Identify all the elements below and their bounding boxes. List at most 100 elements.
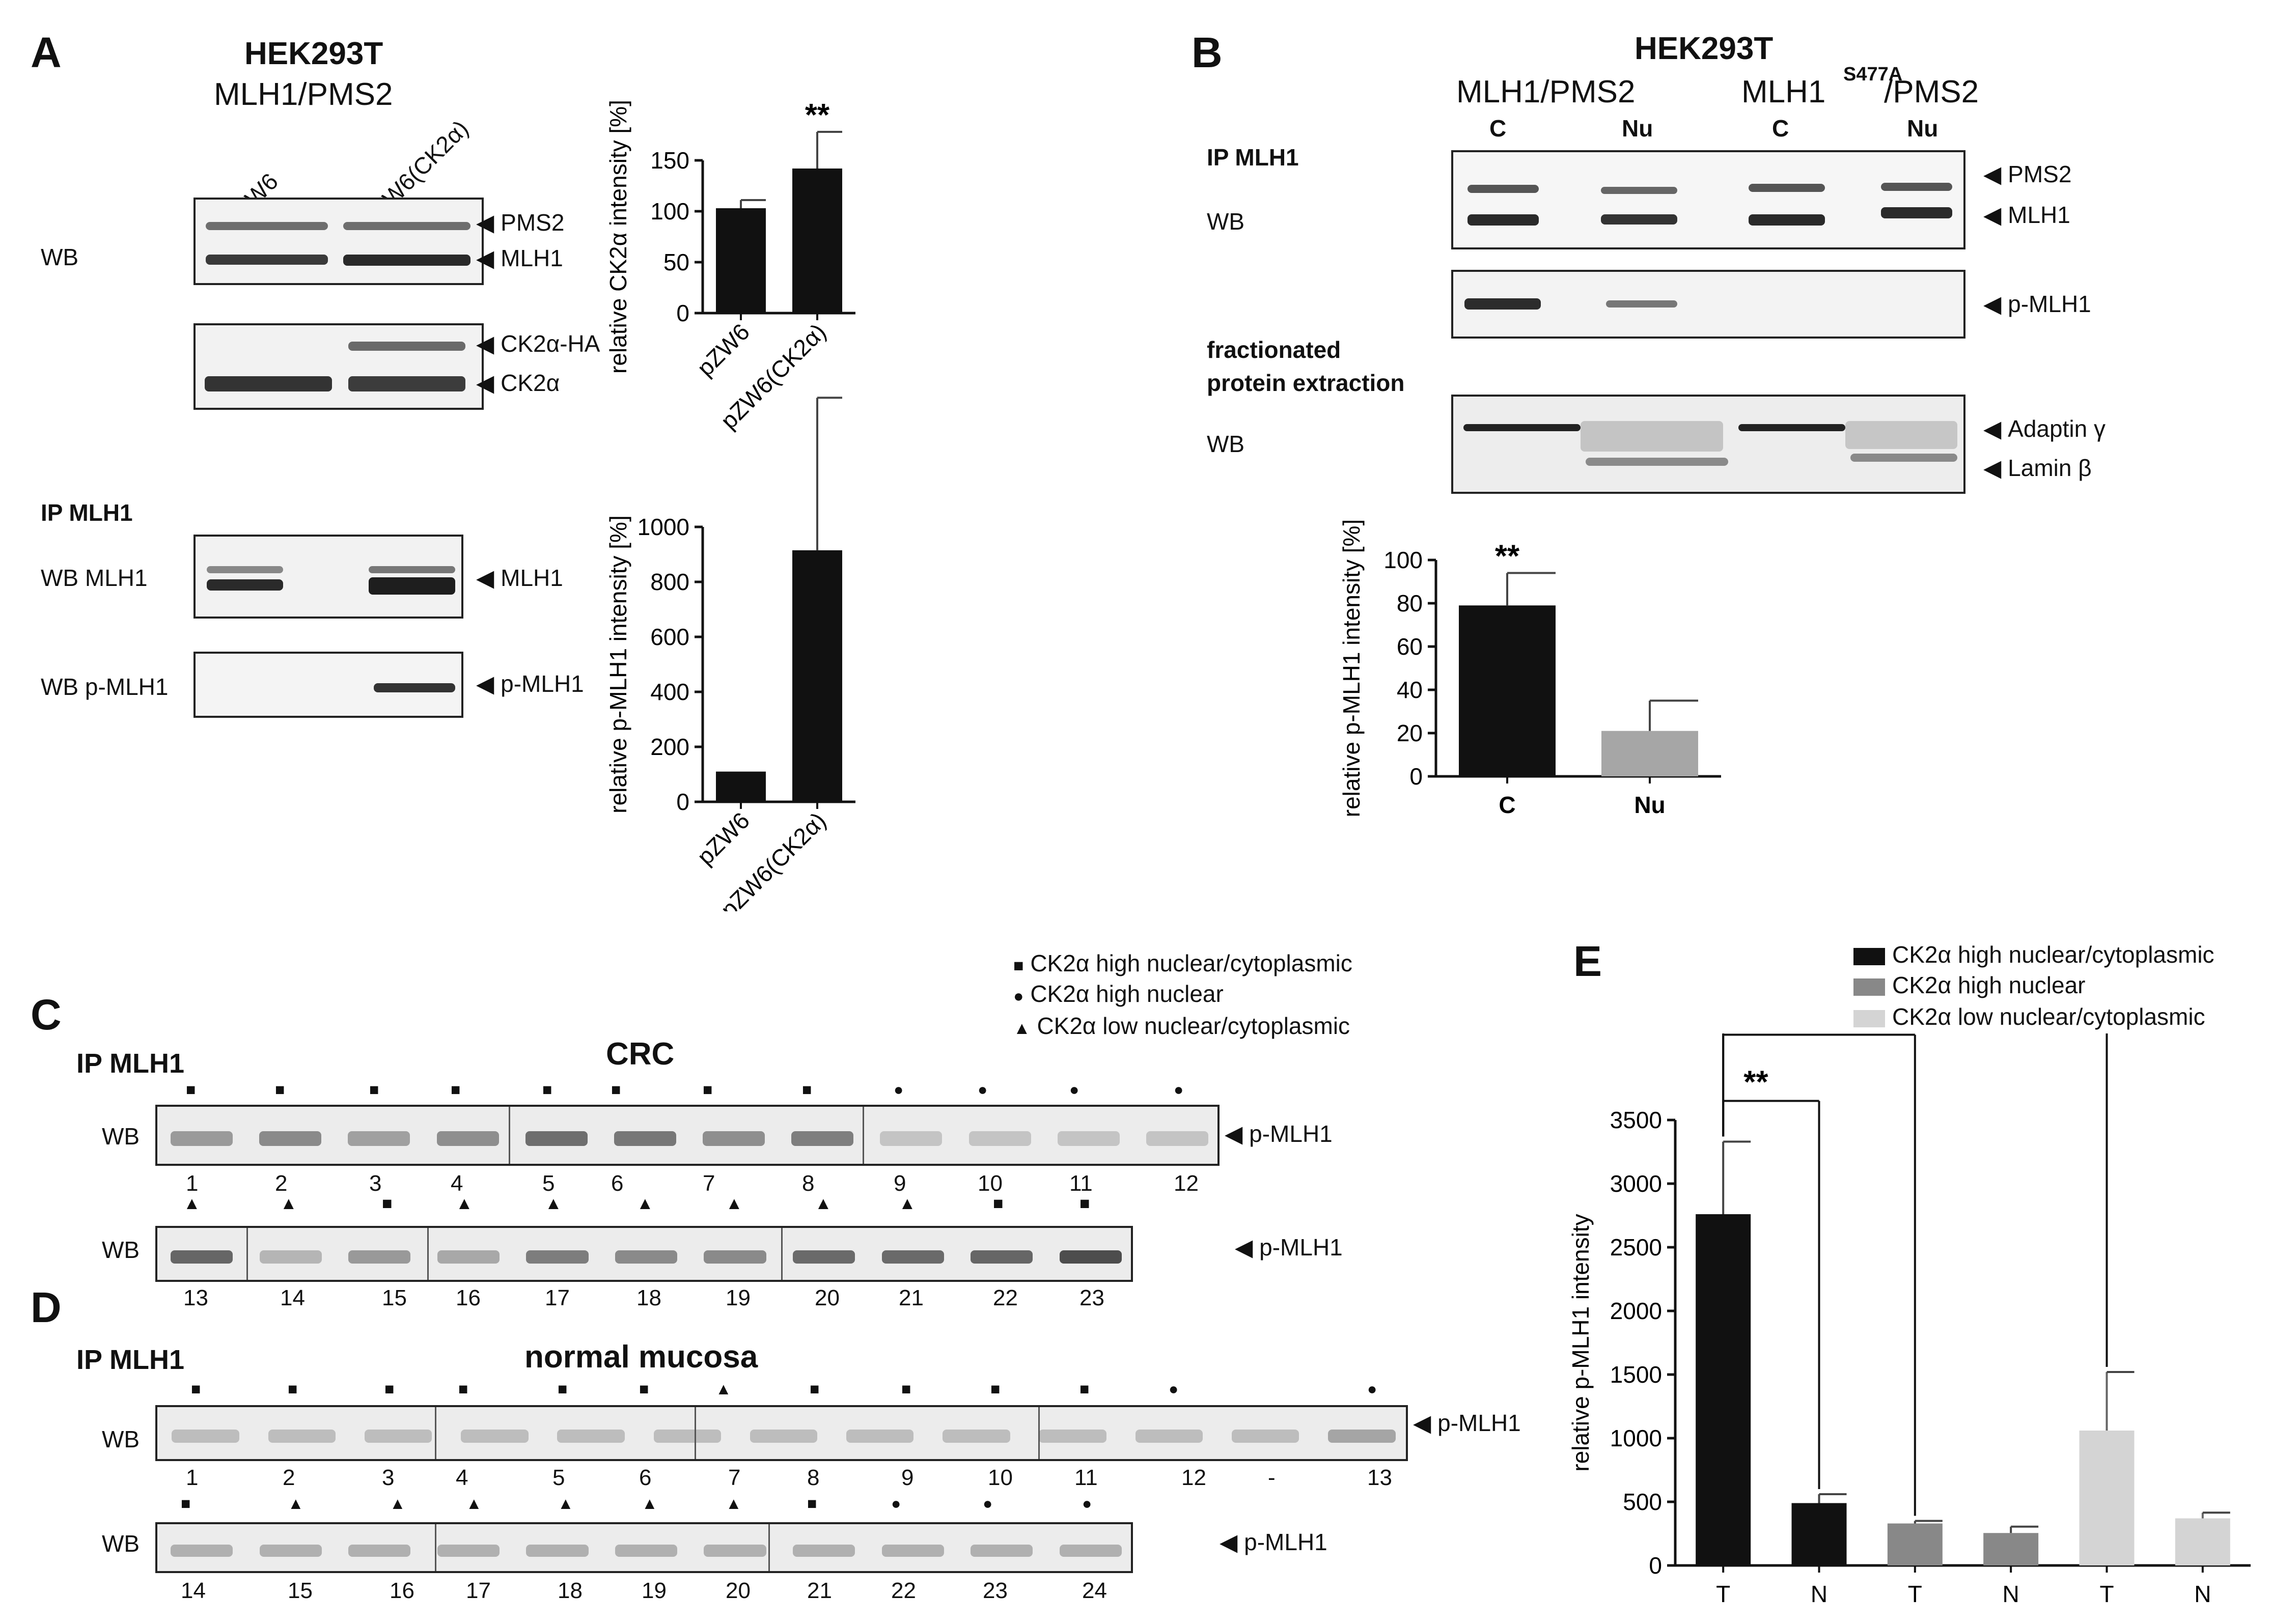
panel-b-blot-pmlh1 bbox=[1451, 270, 1965, 339]
sample-number: 19 bbox=[642, 1578, 667, 1603]
sample-symbol: ▲ bbox=[642, 1494, 658, 1513]
band bbox=[374, 683, 455, 692]
panel-b-marker-pms2: ◀ PMS2 bbox=[1983, 161, 2072, 187]
band bbox=[1231, 1430, 1299, 1443]
band bbox=[259, 1250, 322, 1264]
bar bbox=[1601, 731, 1698, 776]
band bbox=[1463, 424, 1581, 431]
band bbox=[1845, 421, 1957, 449]
sample-symbol: ▲ bbox=[288, 1494, 304, 1513]
sample-symbol: ■ bbox=[451, 1080, 461, 1099]
sample-number: 10 bbox=[988, 1465, 1013, 1490]
sample-symbol: ■ bbox=[990, 1380, 1001, 1398]
band bbox=[880, 1131, 943, 1146]
panel-d-marker-2: ◀ p-MLH1 bbox=[1220, 1529, 1327, 1555]
sample-number: 15 bbox=[382, 1285, 407, 1310]
panel-a-marker-mlh1: ◀ MLH1 bbox=[476, 245, 563, 271]
y-axis-label: relative p-MLH1 intensity [%] bbox=[605, 515, 631, 813]
legend-symbol: ▲ bbox=[1013, 1019, 1031, 1038]
bar bbox=[716, 208, 766, 313]
sample-symbol: ■ bbox=[542, 1080, 552, 1099]
band bbox=[436, 1131, 499, 1146]
y-tick-label: 200 bbox=[650, 734, 689, 760]
band bbox=[1749, 184, 1825, 192]
panel-e-legend-item-1: CK2α high nuclear/cytoplasmic bbox=[1853, 941, 2214, 968]
band bbox=[171, 1250, 233, 1264]
legend-cd-item-1: ■ CK2α high nuclear/cytoplasmic bbox=[1013, 949, 1352, 977]
bar bbox=[1887, 1523, 1943, 1565]
sample-symbol: ▲ bbox=[715, 1380, 732, 1398]
panel-a-marker-pmlh1: ◀ p-MLH1 bbox=[476, 670, 584, 697]
marker-text: p-MLH1 bbox=[1437, 1410, 1521, 1436]
sample-symbol: ▲ bbox=[815, 1194, 832, 1213]
marker-text: p-MLH1 bbox=[1259, 1234, 1343, 1261]
y-tick-label: 0 bbox=[676, 300, 689, 326]
panel-b-blot-adaptin-lamin bbox=[1451, 395, 1965, 494]
band bbox=[437, 1250, 500, 1264]
legend-swatch bbox=[1853, 1010, 1885, 1027]
sample-number: 7 bbox=[728, 1465, 741, 1490]
band bbox=[704, 1250, 766, 1264]
panel-c-ip-label: IP MLH1 bbox=[76, 1048, 185, 1079]
x-tick-label: T bbox=[1716, 1581, 1730, 1607]
strip-divider bbox=[509, 1107, 510, 1164]
sample-symbol: ■ bbox=[703, 1080, 713, 1099]
sample-number: 21 bbox=[807, 1578, 832, 1603]
y-tick-label: 60 bbox=[1397, 633, 1423, 660]
bar bbox=[716, 771, 766, 802]
band bbox=[881, 1545, 944, 1557]
bar bbox=[792, 550, 842, 802]
band bbox=[750, 1430, 818, 1443]
band bbox=[348, 342, 465, 351]
sample-number: 21 bbox=[899, 1285, 924, 1310]
strip-divider bbox=[781, 1228, 783, 1280]
band bbox=[793, 1545, 855, 1557]
legend-label: CK2α high nuclear bbox=[1030, 981, 1224, 1007]
marker-text: PMS2 bbox=[501, 209, 565, 236]
band bbox=[1881, 207, 1952, 218]
sample-symbol: ■ bbox=[275, 1080, 285, 1099]
sample-symbol: ● bbox=[1169, 1380, 1179, 1398]
strip-divider bbox=[246, 1228, 248, 1280]
legend-label: CK2α high nuclear/cytoplasmic bbox=[1030, 950, 1352, 976]
legend-label: CK2α low nuclear/cytoplasmic bbox=[1037, 1013, 1350, 1039]
band bbox=[1738, 424, 1845, 431]
sample-number: 9 bbox=[894, 1171, 906, 1196]
band bbox=[846, 1430, 914, 1443]
band bbox=[614, 1131, 676, 1146]
bar bbox=[2175, 1518, 2230, 1565]
sample-number: - bbox=[1268, 1465, 1276, 1490]
sample-symbol: ■ bbox=[458, 1380, 468, 1398]
y-tick-label: 1500 bbox=[1610, 1361, 1662, 1388]
marker-text: MLH1 bbox=[2008, 202, 2070, 228]
band bbox=[881, 1250, 944, 1264]
band bbox=[259, 1131, 322, 1146]
panel-c-wb-label-1: WB bbox=[102, 1123, 140, 1150]
y-tick-label: 20 bbox=[1397, 720, 1423, 746]
band bbox=[1467, 185, 1539, 193]
sample-number: 12 bbox=[1174, 1171, 1199, 1196]
sample-symbol: ▲ bbox=[183, 1194, 201, 1213]
panel-d-wb-label-1: WB bbox=[102, 1426, 140, 1452]
strip-divider bbox=[768, 1524, 770, 1571]
sample-number: 5 bbox=[552, 1465, 565, 1490]
sample-symbol: ■ bbox=[639, 1380, 649, 1398]
band bbox=[171, 1131, 233, 1146]
band bbox=[1606, 300, 1677, 307]
legend-label: CK2α low nuclear/cytoplasmic bbox=[1892, 1003, 2205, 1030]
sample-symbol: ● bbox=[1082, 1494, 1092, 1513]
sample-symbol: ● bbox=[891, 1494, 901, 1513]
sample-number: 8 bbox=[802, 1171, 815, 1196]
panel-b-marker-mlh1: ◀ MLH1 bbox=[1983, 202, 2070, 228]
band bbox=[526, 1545, 589, 1557]
panel-c-marker-1: ◀ p-MLH1 bbox=[1225, 1121, 1333, 1147]
panel-a-row-label-wb: WB bbox=[41, 244, 79, 270]
x-tick-label: N bbox=[2194, 1581, 2211, 1607]
band bbox=[704, 1545, 766, 1557]
sample-number: 23 bbox=[983, 1578, 1008, 1603]
strip-divider bbox=[863, 1107, 864, 1164]
y-tick-label: 500 bbox=[1623, 1489, 1662, 1515]
